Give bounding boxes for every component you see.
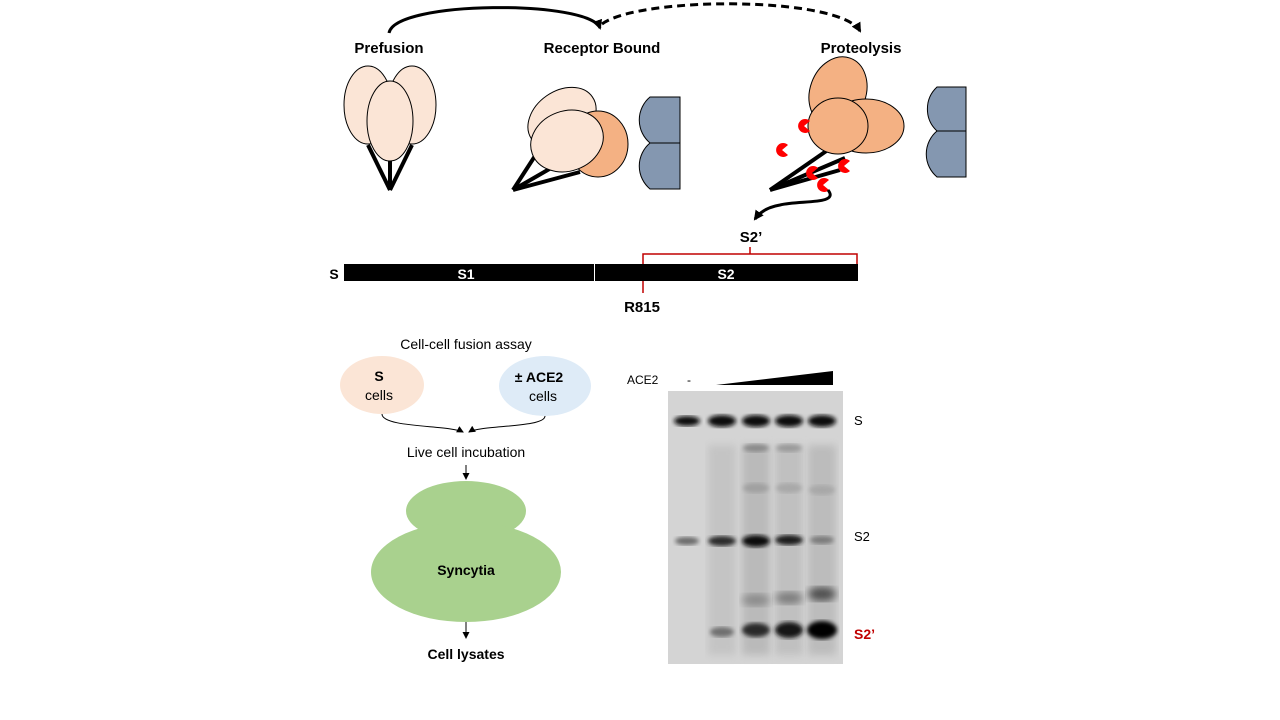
ace2-receptor-icon xyxy=(925,86,967,178)
ace2-cells xyxy=(499,356,591,416)
prefusion-spike xyxy=(343,65,437,191)
transition-arrow-dashed xyxy=(601,2,862,33)
ace2-receptor-icon xyxy=(638,96,681,190)
ace2-gradient-label: ACE2 xyxy=(627,373,659,387)
syncytia-cell xyxy=(371,481,561,622)
band-s2-label: S2 xyxy=(854,529,870,544)
proteolysis-spike xyxy=(768,56,905,192)
merge-arrow-left xyxy=(381,413,464,433)
s-cells-title: S xyxy=(374,368,383,384)
receptor-bound-label: Receptor Bound xyxy=(544,40,661,57)
transition-arrow-solid xyxy=(387,6,602,34)
western-blot xyxy=(668,391,843,664)
ace2-cells-sub: cells xyxy=(529,388,557,404)
protease-icons xyxy=(776,119,850,192)
s-cells xyxy=(340,356,424,414)
assay-title: Cell-cell fusion assay xyxy=(400,336,532,352)
cleavage-site-label: R815 xyxy=(624,299,660,316)
band-s2prime-label: S2’ xyxy=(854,626,875,642)
ace2-gradient-wedge xyxy=(716,371,833,385)
receptor-bound-spike xyxy=(511,86,629,192)
s2-label: S2 xyxy=(717,266,734,282)
proteolysis-label: Proteolysis xyxy=(821,40,902,57)
no-ace2-lane-label: - xyxy=(687,373,691,387)
prefusion-label: Prefusion xyxy=(354,40,423,57)
cleavage-arrow xyxy=(753,189,832,221)
merge-arrow-right xyxy=(468,415,546,433)
s1-domain xyxy=(344,264,594,281)
band-s-label: S xyxy=(854,413,863,428)
incubation-label: Live cell incubation xyxy=(407,444,525,460)
s-cells-sub: cells xyxy=(365,387,393,403)
s2prime-label: S2’ xyxy=(740,229,763,246)
s1-label: S1 xyxy=(457,266,474,282)
lysates-label: Cell lysates xyxy=(427,646,504,662)
s2-domain xyxy=(595,264,858,281)
ace2-cells-title: ± ACE2 xyxy=(515,369,564,385)
protein-label: S xyxy=(329,266,338,282)
syncytia-label: Syncytia xyxy=(437,562,495,578)
